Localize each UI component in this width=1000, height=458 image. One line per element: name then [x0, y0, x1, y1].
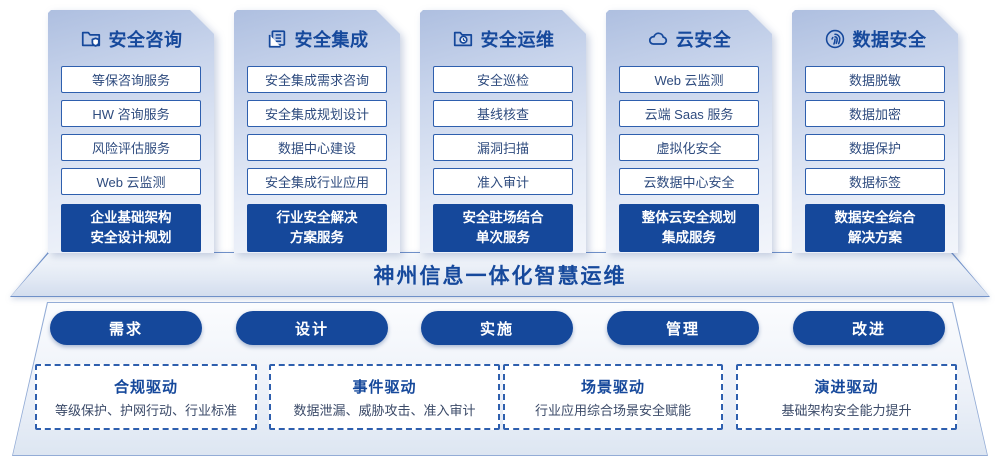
service-solution-line1: 安全驻场结合: [462, 210, 544, 226]
service-solution-line2: 安全设计规划: [90, 230, 172, 245]
service-solution-line2: 单次服务: [476, 230, 530, 245]
service-item: 风险评估服务: [61, 134, 201, 161]
service-column-title: 云安全: [675, 30, 732, 50]
service-item-list: 安全集成需求咨询安全集成规划设计数据中心建设安全集成行业应用: [234, 62, 400, 202]
service-item: 安全集成规划设计: [247, 100, 387, 127]
process-step-pill: 实施: [421, 311, 573, 345]
fingerprint-icon: [824, 28, 846, 50]
service-item: 数据脱敏: [805, 66, 945, 93]
service-column-title: 安全集成: [294, 30, 369, 50]
service-solution-line1: 数据安全综合: [834, 210, 916, 226]
banner-platform: 神州信息一体化智慧运维: [0, 252, 1000, 297]
service-item: 云端 Saas 服务: [619, 100, 759, 127]
process-step-pill: 设计: [236, 311, 388, 345]
service-item-list: 安全巡检基线核查漏洞扫描准入审计: [420, 62, 586, 202]
service-item-list: 数据脱敏数据加密数据保护数据标签: [792, 62, 958, 202]
copy-docs-icon: [266, 28, 288, 50]
driver-description: 基础架构安全能力提升: [781, 402, 912, 418]
service-column-5: 数据安全 数据脱敏数据加密数据保护数据标签 数据安全综合 解决方案: [792, 10, 958, 253]
cloud-icon: [647, 28, 669, 50]
service-solution-box: 行业安全解决 方案服务: [247, 204, 387, 252]
service-item: 安全集成行业应用: [247, 168, 387, 195]
service-solution-line2: 集成服务: [662, 230, 716, 245]
service-column-title: 安全咨询: [108, 30, 183, 50]
service-column-3: 安全运维 安全巡检基线核查漏洞扫描准入审计 安全驻场结合 单次服务: [420, 10, 586, 253]
driver-box: 合规驱动 等级保护、护网行动、行业标准: [35, 364, 257, 430]
service-item: 准入审计: [433, 168, 573, 195]
driver-box: 场景驱动 行业应用综合场景安全赋能: [503, 364, 723, 430]
service-column-title: 数据安全: [852, 30, 927, 50]
service-item-list: 等保咨询服务 HW 咨询服务风险评估服务 Web 云监测: [48, 62, 214, 202]
service-column-header: 安全咨询: [48, 10, 214, 62]
banner-surface: 神州信息一体化智慧运维: [10, 253, 990, 296]
service-item: 数据保护: [805, 134, 945, 161]
service-solution-line2: 解决方案: [848, 230, 902, 245]
service-solution-box: 安全驻场结合 单次服务: [433, 204, 573, 252]
process-step-pill: 管理: [607, 311, 759, 345]
driver-box: 演进驱动 基础架构安全能力提升: [736, 364, 957, 430]
service-item: HW 咨询服务: [61, 100, 201, 127]
service-column-header: 安全运维: [420, 10, 586, 62]
service-item: Web 云监测: [619, 66, 759, 93]
service-solution-box: 整体云安全规划 集成服务: [619, 204, 759, 252]
service-solution-line1: 行业安全解决: [276, 210, 358, 226]
process-step-pill: 改进: [793, 311, 945, 345]
folder-clock-icon: [452, 28, 474, 50]
process-step-pill: 需求: [50, 311, 202, 345]
folder-shield-icon: [80, 28, 102, 50]
driver-title: 合规驱动: [113, 378, 178, 396]
service-item: 等保咨询服务: [61, 66, 201, 93]
service-item: 虚拟化安全: [619, 134, 759, 161]
service-item: 安全集成需求咨询: [247, 66, 387, 93]
driver-title: 事件驱动: [352, 378, 417, 396]
banner-title: 神州信息一体化智慧运维: [373, 264, 627, 288]
service-column-2: 安全集成 安全集成需求咨询安全集成规划设计数据中心建设安全集成行业应用 行业安全…: [234, 10, 400, 253]
service-item: 基线核查: [433, 100, 573, 127]
service-item-list: Web 云监测云端 Saas 服务虚拟化安全云数据中心安全: [606, 62, 772, 202]
service-solution-box: 企业基础架构 安全设计规划: [61, 204, 201, 252]
service-item: Web 云监测: [61, 168, 201, 195]
service-column-4: 云安全 Web 云监测云端 Saas 服务虚拟化安全云数据中心安全 整体云安全规…: [606, 10, 772, 253]
service-column-title: 安全运维: [480, 30, 555, 50]
service-item: 云数据中心安全: [619, 168, 759, 195]
service-solution-line1: 整体云安全规划: [641, 210, 737, 226]
service-solution-box: 数据安全综合 解决方案: [805, 204, 945, 252]
driver-description: 行业应用综合场景安全赋能: [534, 402, 691, 418]
service-column-header: 安全集成: [234, 10, 400, 62]
service-item: 数据加密: [805, 100, 945, 127]
service-item: 安全巡检: [433, 66, 573, 93]
driver-description: 等级保护、护网行动、行业标准: [54, 402, 237, 418]
service-column-header: 云安全: [606, 10, 772, 62]
service-column-header: 数据安全: [792, 10, 958, 62]
service-item: 数据标签: [805, 168, 945, 195]
driver-title: 演进驱动: [814, 378, 879, 396]
service-item: 漏洞扫描: [433, 134, 573, 161]
driver-title: 场景驱动: [580, 378, 645, 396]
service-solution-line1: 企业基础架构: [90, 210, 172, 226]
service-item: 数据中心建设: [247, 134, 387, 161]
driver-box: 事件驱动 数据泄漏、威胁攻击、准入审计: [269, 364, 500, 430]
service-solution-line2: 方案服务: [290, 230, 344, 245]
service-column-1: 安全咨询 等保咨询服务 HW 咨询服务风险评估服务 Web 云监测 企业基础架构 安…: [48, 10, 214, 253]
driver-description: 数据泄漏、威胁攻击、准入审计: [293, 402, 476, 418]
